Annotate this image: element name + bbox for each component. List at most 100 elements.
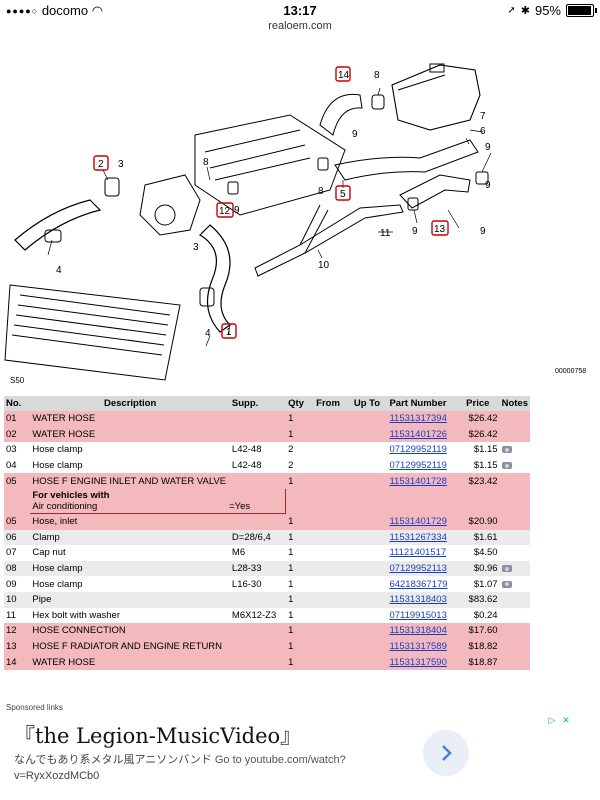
part-number-link[interactable]: 11531318403 [389, 594, 447, 606]
row-supp: L28-33 [229, 560, 287, 577]
photo-icon[interactable] [501, 580, 512, 588]
col-supp: Supp. [229, 396, 287, 411]
row-up-to [351, 560, 388, 577]
row-from [314, 457, 352, 474]
ad-arrow-button[interactable] [423, 730, 469, 776]
url-bar[interactable]: realoem.com [268, 20, 332, 32]
row-price: $1.61 [455, 529, 500, 546]
row-up-to [351, 607, 388, 624]
row-qty: 1 [286, 607, 315, 624]
row-from [314, 442, 352, 458]
row-no: 02 [4, 426, 31, 443]
callout-9e: 9 [412, 226, 418, 237]
part-number-link[interactable]: 11531401729 [389, 516, 447, 528]
part-number-link[interactable]: 11531267334 [389, 531, 447, 543]
row-notes [499, 560, 530, 577]
row-part-number: 07129952119 [387, 457, 456, 474]
note-value: =Yes [229, 500, 251, 512]
callout-9d: 9 [485, 180, 491, 191]
callout-6: 6 [480, 126, 486, 137]
ad-info-icon[interactable]: ▷ [548, 715, 556, 725]
row-part-number: 11531317590 [387, 654, 456, 670]
callout-1: 1 [226, 327, 232, 338]
part-number-link[interactable]: 07129952119 [389, 460, 447, 472]
row-supp [229, 591, 287, 608]
row-from [314, 473, 352, 489]
note-line1: For vehicles with [32, 489, 110, 501]
row-no: 10 [4, 591, 31, 608]
col-price: Price [455, 396, 500, 411]
ad-body: なんでもあり系メタル風アニソンバンド Go to youtube.com/wat… [14, 752, 346, 784]
photo-icon[interactable] [501, 446, 512, 454]
ad-line1: なんでもあり系メタル風アニソンバンド [14, 754, 212, 766]
radiator [4, 284, 181, 381]
part-number-link[interactable]: 11531317589 [389, 641, 447, 653]
ad-close-icon[interactable]: ✕ [562, 715, 570, 725]
callout-8: 8 [374, 70, 380, 81]
row-part-number: 11531318404 [387, 623, 456, 639]
row-qty: 1 [286, 654, 315, 670]
expansion-tank [391, 64, 481, 131]
row-notes [499, 545, 530, 561]
row-up-to [351, 576, 388, 592]
col-qty: Qty [286, 396, 315, 411]
callout-3b: 3 [193, 242, 199, 253]
callout-9: 9 [352, 129, 358, 140]
part-number-link[interactable]: 11531401726 [389, 428, 447, 440]
callout-2: 2 [98, 159, 104, 170]
callout-9c: 9 [485, 142, 491, 153]
row-supp [229, 411, 287, 427]
row-price: $26.42 [455, 426, 500, 443]
callout-9b: 9 [234, 205, 240, 216]
callout-7: 7 [480, 111, 486, 122]
part-number-link[interactable]: 11531318404 [389, 625, 447, 637]
row-no: 13 [4, 638, 31, 655]
ad-title[interactable]: 『the Legion-MusicVideo』 [14, 724, 302, 748]
part-number-link[interactable]: 07119915013 [389, 609, 447, 621]
row-description: Hose clamp [30, 457, 230, 474]
part-number-link[interactable]: 07129952119 [389, 444, 447, 456]
row-part-number: 64218367179 [387, 576, 456, 592]
callout-12: 12 [219, 206, 231, 217]
row-notes [499, 654, 530, 670]
bluetooth-icon: ✱ [520, 5, 530, 17]
chevron-right-icon [442, 745, 452, 761]
carrier-name: docomo [41, 3, 89, 18]
row-from [314, 576, 352, 592]
row-no: 05 [4, 513, 31, 530]
row-description: Cap nut [30, 545, 230, 561]
part-number-link[interactable]: 11531401728 [389, 475, 447, 487]
ad-banner[interactable]: ▷ ✕ 『the Legion-MusicVideo』 なんでもあり系メタル風ア… [0, 712, 600, 800]
photo-icon[interactable] [501, 565, 512, 573]
photo-icon[interactable] [501, 462, 512, 470]
part-number-link[interactable]: 64218367179 [389, 578, 448, 590]
part-number-link[interactable]: 11531317394 [389, 413, 447, 425]
row-no: 01 [4, 411, 31, 427]
part-number-link[interactable]: 11121401517 [389, 547, 447, 559]
location-icon: ➚ [507, 5, 516, 16]
row-part-number: 07129952113 [387, 560, 456, 577]
row-no: 09 [4, 576, 31, 592]
row-no: 04 [4, 457, 31, 474]
row-price: $1.15 [455, 442, 500, 458]
cylinder-head [194, 114, 346, 216]
callout-11: 11 [380, 228, 391, 239]
part-number-link[interactable]: 11531317590 [389, 656, 447, 668]
row-notes [499, 473, 530, 489]
row-supp [229, 654, 287, 670]
part-number-link[interactable]: 07129952113 [389, 563, 447, 575]
row-part-number: 11531317589 [387, 638, 456, 655]
ad-line2: v=RyxXozdMCb0 [14, 770, 100, 782]
row-notes [499, 638, 530, 655]
row-description: Hex bolt with washer [30, 607, 230, 624]
row-part-number: 11531401726 [387, 426, 456, 443]
row-price: $0.24 [455, 607, 500, 624]
row-qty: 1 [286, 591, 315, 608]
